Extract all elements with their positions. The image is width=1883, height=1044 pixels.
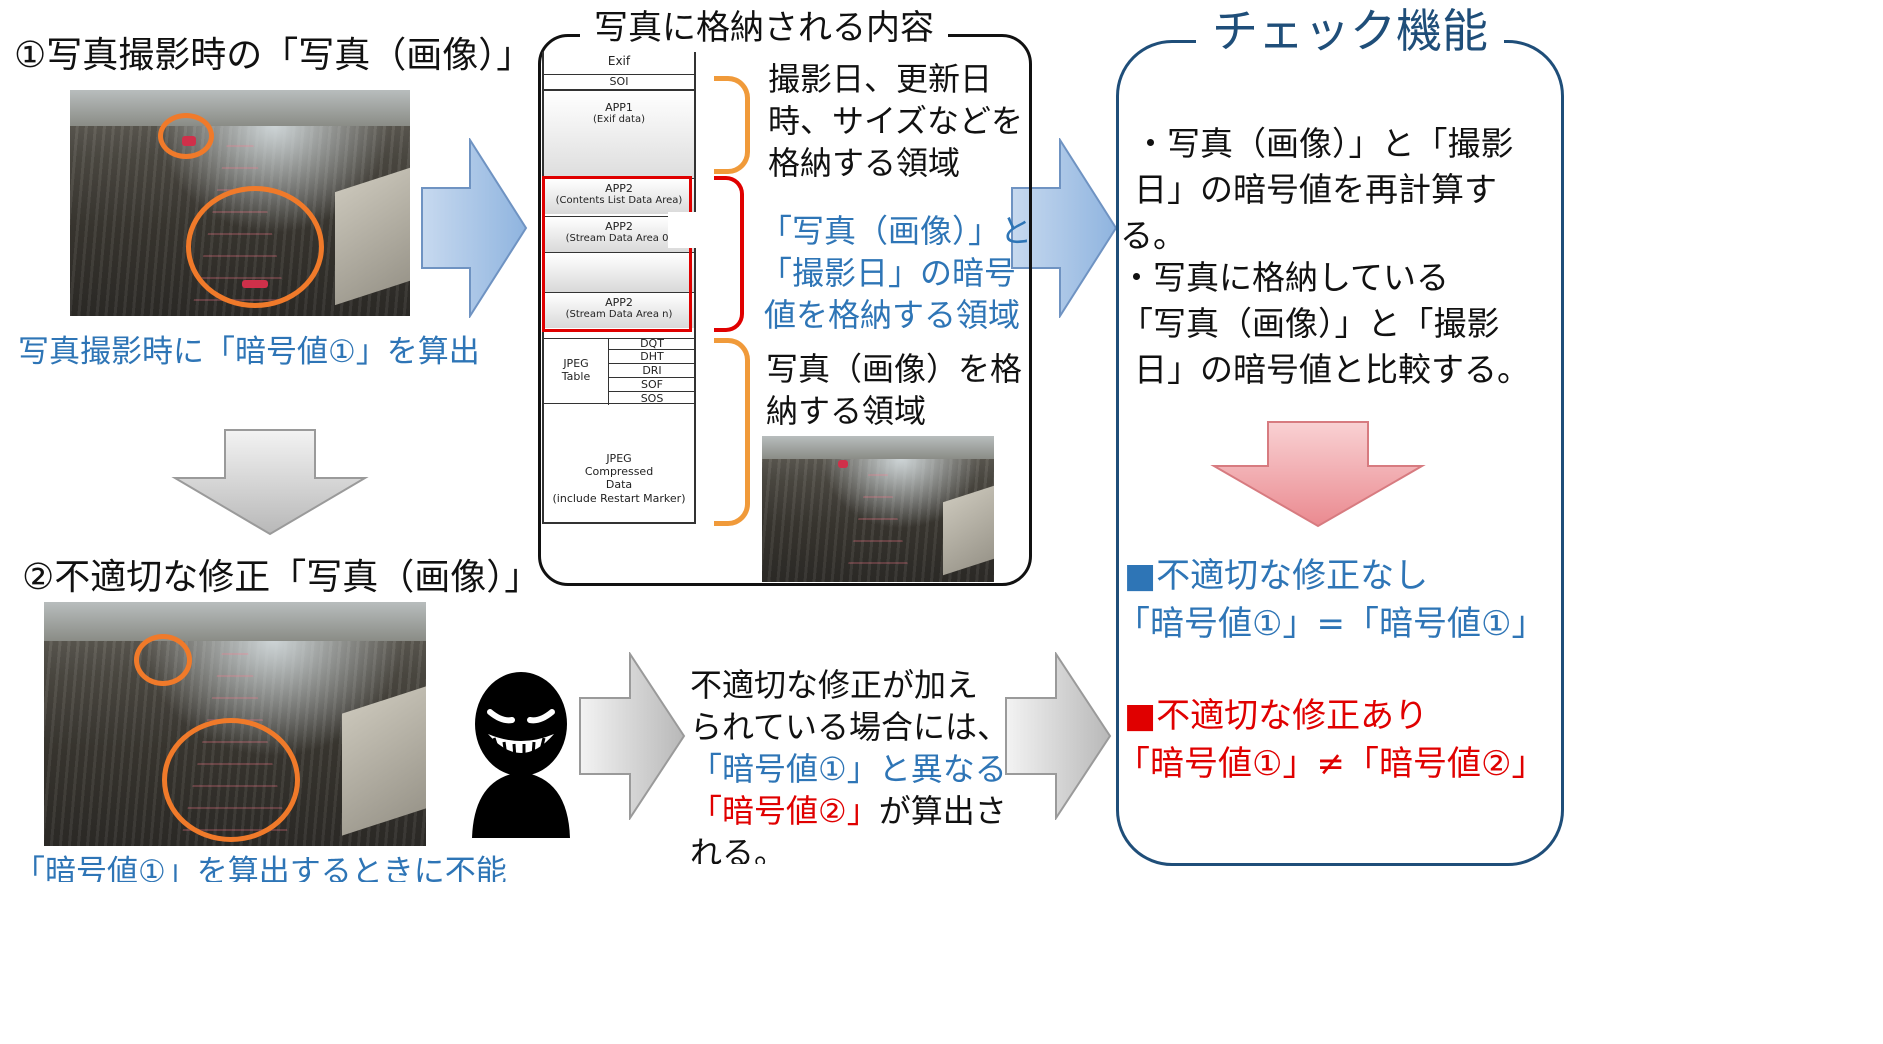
- exif-app1: APP1(Exif data): [544, 90, 694, 190]
- check-b2-1: ・写真に格納している: [1120, 258, 1450, 297]
- bracket-app1: [714, 76, 750, 174]
- check-b1-3: る。: [1120, 216, 1186, 255]
- tamper-desc-1: 不適切な修正が加え: [690, 666, 979, 704]
- check-b1-1: ・写真（画像）」と「撮影: [1134, 124, 1514, 163]
- highlight-circle-small: [158, 113, 214, 159]
- tamper-desc-4-highlight: 「暗号値②」: [690, 792, 879, 830]
- exif-app2-streamn: APP2(Stream Data Area n): [544, 292, 694, 328]
- right-arrow-blue-1: [421, 138, 528, 318]
- note-app1-2: 時、サイズなどを: [768, 102, 1024, 140]
- tamper-desc-4: 「暗号値②」が算出さ: [690, 792, 1007, 830]
- check-b1-2: 日」の暗号値を再計算す: [1134, 170, 1497, 209]
- result-ok-title: ■不適切な修正なし: [1124, 556, 1429, 596]
- exif-compressed-data: JPEG Compressed Data (include Restart Ma…: [552, 452, 686, 505]
- note-app1-1: 撮影日、更新日: [768, 60, 993, 98]
- jpeg-sof: SOF: [608, 377, 696, 391]
- note-app2-2: 「撮影日」の暗号: [760, 254, 1017, 292]
- highlight-circle-large: [186, 186, 324, 308]
- bracket-app2: [714, 176, 744, 332]
- bracket-jpeg: [714, 338, 750, 526]
- exif-app2-contents: APP2(Contents List Data Area): [544, 178, 694, 214]
- exif-soi: SOI: [544, 74, 694, 90]
- jpeg-dri: DRI: [608, 363, 696, 377]
- result-ok-equation: 「暗号値①」=「暗号値①」: [1116, 604, 1546, 644]
- result-ng-title: ■不適切な修正あり: [1124, 696, 1429, 736]
- tamper-desc-3: 「暗号値①」と異なる: [690, 750, 1007, 788]
- villain-icon: [472, 672, 570, 838]
- down-arrow-gray: [171, 429, 369, 536]
- jpeg-dht: DHT: [608, 349, 696, 363]
- step1-title: ①写真撮影時の「写真（画像）」: [14, 35, 533, 76]
- step2-title: ②不適切な修正「写真（画像）」: [22, 557, 541, 598]
- check-panel-title: チェック機能: [1196, 4, 1504, 60]
- jpeg-sos: SOS: [608, 391, 696, 405]
- app2-highlight-box: [542, 176, 692, 332]
- note-jpeg-1: 写真（画像）を格: [766, 350, 1023, 388]
- tamper-desc-5: れる。: [690, 834, 787, 864]
- right-arrow-gray-2: [1005, 652, 1112, 820]
- right-arrow-blue-2: [1011, 138, 1118, 318]
- right-arrow-gray-1: [579, 652, 686, 820]
- result-ng-equation: 「暗号値①」≠「暗号値②」: [1116, 744, 1546, 784]
- step2-caption: 「暗号値①」を算出するときに不能: [14, 854, 507, 882]
- note-app1-3: 格納する領域: [768, 144, 961, 182]
- check-b2-2: 「写真（画像）」と「撮影: [1120, 304, 1500, 343]
- check-b2-3: 日」の暗号値と比較する。: [1134, 350, 1530, 389]
- tamper-desc-4-text: 「暗号値②」が算出さ: [690, 792, 1007, 830]
- stored-photo: [762, 436, 994, 582]
- note-jpeg-2: 納する領域: [766, 392, 927, 430]
- step1-caption: 写真撮影時に「暗号値①」を算出: [18, 334, 480, 370]
- tampered-circle-small: [134, 634, 192, 686]
- exif-header: Exif: [607, 54, 631, 68]
- tamper-desc-2: られている場合には、: [690, 708, 1010, 746]
- white-tab: [668, 212, 702, 248]
- tampered-circle-large: [162, 718, 300, 842]
- down-arrow-red: [1210, 421, 1426, 528]
- exif-structure: Exif SOI APP1(Exif data) APP2(Contents L…: [542, 52, 696, 524]
- storage-frame-title: 写真に格納される内容: [580, 8, 948, 49]
- jpeg-dqt: DQT: [640, 337, 664, 349]
- note-app2-1: 「写真（画像）」と: [760, 212, 1033, 250]
- note-app2-3: 値を格納する領域: [764, 296, 1021, 334]
- exif-app2-gap: [544, 252, 694, 292]
